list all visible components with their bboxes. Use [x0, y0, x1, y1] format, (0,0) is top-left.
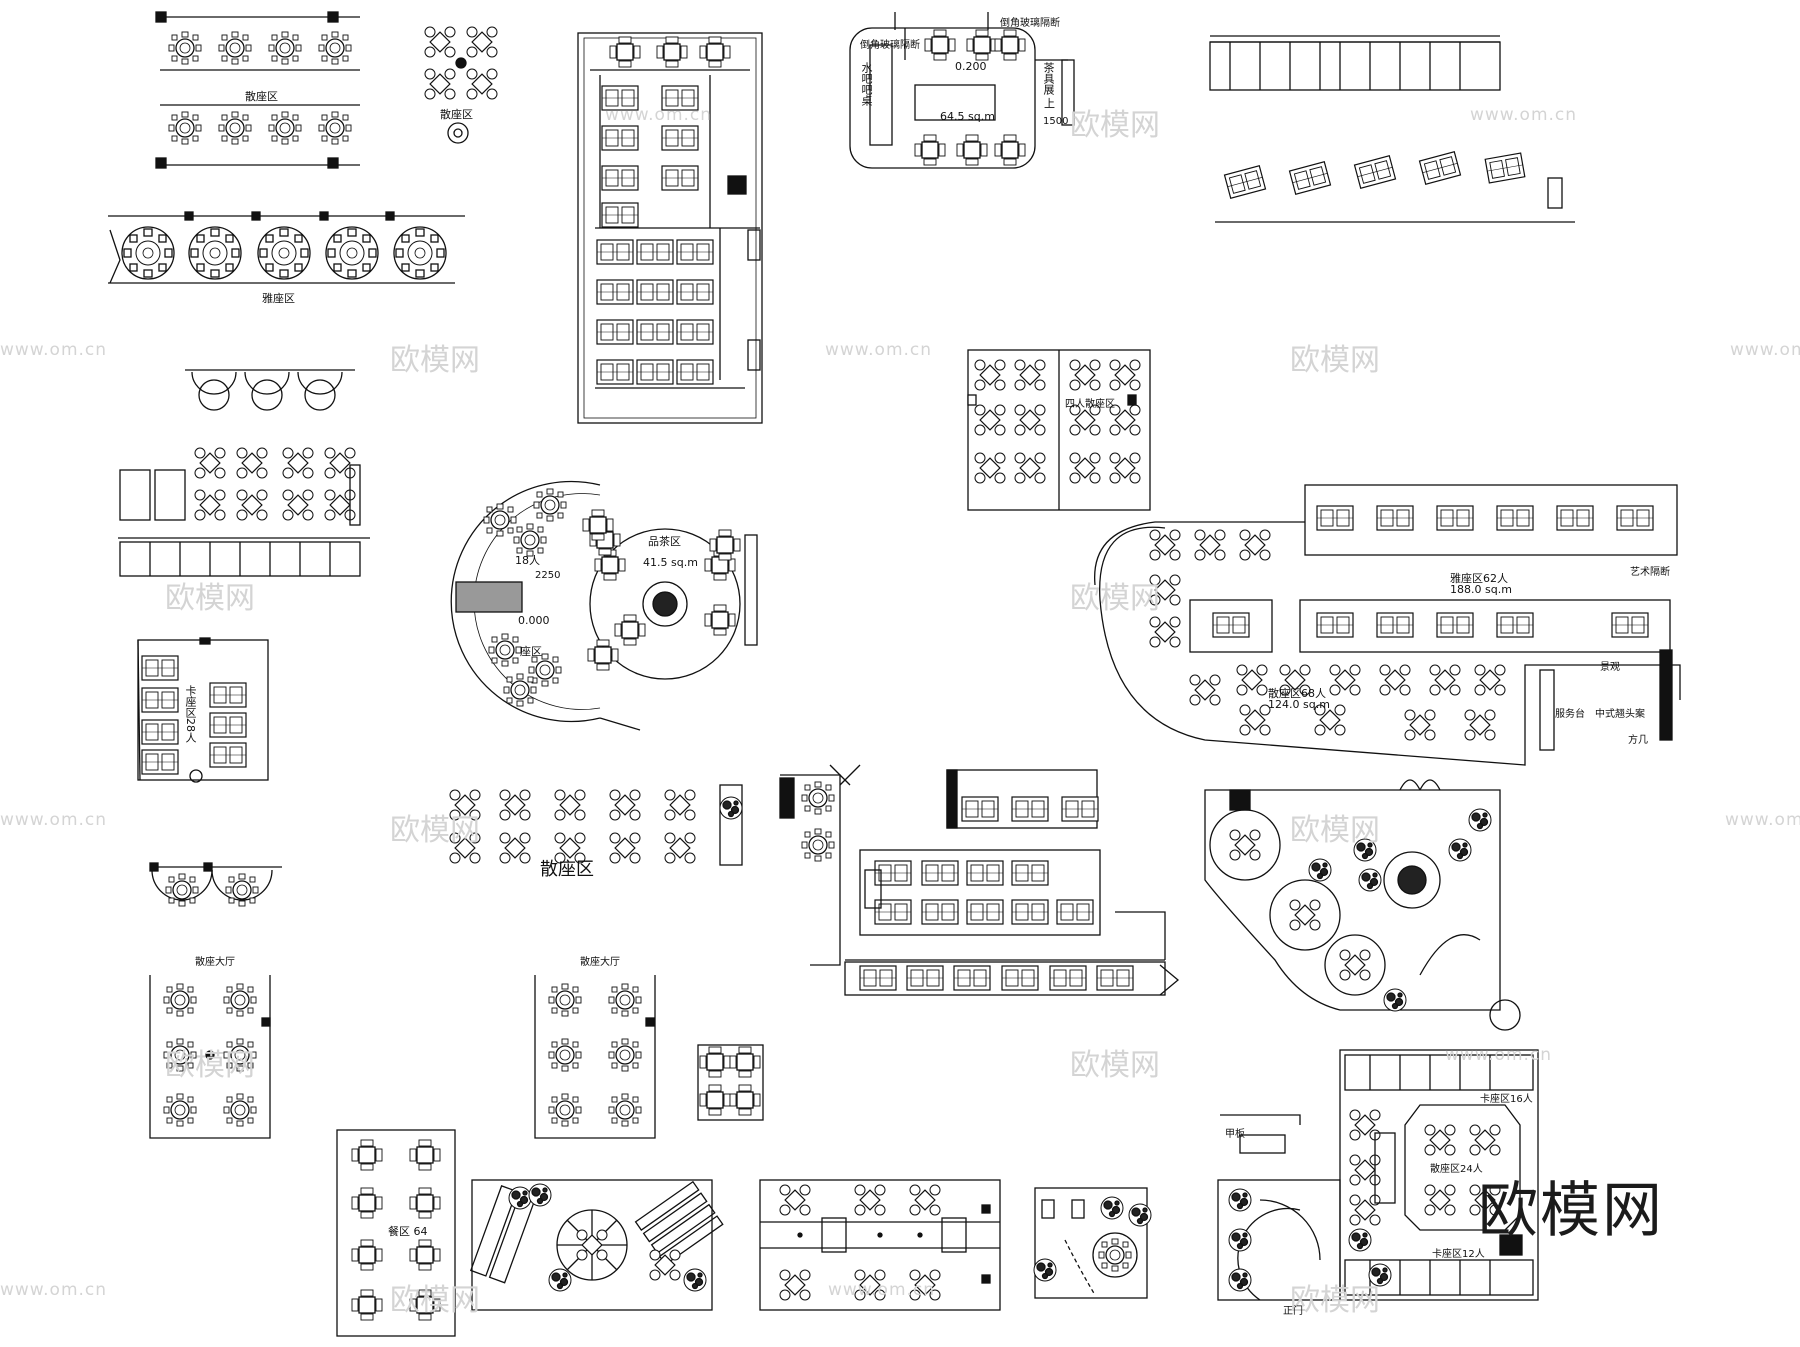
- label-shuiba: 水吧吧桌: [860, 62, 873, 106]
- label-area-41: 41.5 sq.m: [643, 556, 698, 569]
- block-sanzuo-rows: [155, 11, 360, 169]
- block-large-curved: [1094, 484, 1681, 766]
- label-pincha: 品茶区: [648, 535, 681, 548]
- label-area-188: 188.0 sq.m: [1450, 583, 1512, 596]
- label-sanzuo-big: 散座区: [540, 859, 594, 880]
- label-elev-200: 0.200: [955, 60, 987, 73]
- label-jiaban: 甲板: [1225, 1129, 1245, 1140]
- block-booth-elevation: [1209, 35, 1575, 223]
- block-sanzuo-row: [449, 784, 743, 866]
- label-zuoqu: 座区: [520, 645, 542, 658]
- label-glass-1: 倒角玻璃隔断: [1000, 18, 1060, 29]
- label-sanzuo-1: 散座区: [245, 90, 278, 103]
- label-glass-2: 倒角玻璃隔断: [860, 40, 920, 51]
- label-kazuo-16: 卡座区16人: [1480, 1094, 1533, 1105]
- block-long-plan: [577, 32, 763, 424]
- label-yishu: 艺术隔断: [1630, 567, 1670, 578]
- block-dating-1: [149, 975, 271, 1139]
- label-dating-2: 散座大厅: [580, 957, 620, 968]
- label-canqu-64: 餐区 64: [388, 1225, 428, 1238]
- block-hex-plan: [1204, 779, 1521, 1031]
- label-area-124: 124.0 sq.m: [1268, 698, 1330, 711]
- label-ren-18: 18人: [515, 554, 540, 567]
- block-canqu-64: [336, 1129, 456, 1337]
- label-kazuo-28: 卡座区28人: [184, 685, 197, 743]
- label-fangji: 方几: [1628, 735, 1648, 746]
- block-booth-lounge: [1217, 1049, 1539, 1301]
- label-sanzuo-68: 散座区68人: [1268, 687, 1326, 700]
- brand-logo-text: 欧模网: [1478, 1176, 1664, 1246]
- block-four-person: [967, 349, 1151, 511]
- block-garden-plaza: [469, 1179, 724, 1311]
- label-elev-000: 0.000: [518, 614, 550, 627]
- block-yazuo-round: [108, 211, 465, 284]
- label-dating-1: 散座大厅: [195, 957, 235, 968]
- label-chaju: 茶具展: [1042, 62, 1055, 95]
- label-up-1: 上: [1044, 97, 1055, 110]
- block-tea-room: [849, 12, 1075, 169]
- label-area-64: 64.5 sq.m: [940, 110, 995, 123]
- label-siren: 四人散座区: [1065, 399, 1115, 410]
- block-circular-tea: [450, 480, 758, 731]
- block-center-restaurant: [779, 764, 1180, 996]
- label-yazuo-1: 雅座区: [262, 292, 295, 305]
- block-dating-2: [534, 975, 764, 1139]
- block-two-round: [149, 862, 282, 907]
- block-mixed-left: [118, 369, 370, 577]
- block-small-cross: [424, 26, 498, 144]
- label-jingguan: 景观: [1600, 662, 1620, 673]
- label-fuwutai: 服务台: [1555, 709, 1585, 720]
- label-dim-1500: 1500: [1043, 116, 1069, 127]
- block-small-garden: [1033, 1187, 1152, 1299]
- block-cross-bridges: [759, 1179, 1001, 1311]
- label-yazuo-62: 雅座区62人: [1450, 572, 1508, 585]
- label-kazuo-12: 卡座区12人: [1432, 1249, 1485, 1260]
- block-kazuo-28: [137, 637, 269, 783]
- label-zhengmen: 正门: [1283, 1306, 1303, 1317]
- label-sanzuo-24: 散座区24人: [1430, 1164, 1483, 1175]
- label-dim-2250: 2250: [535, 570, 561, 581]
- label-zhongshi: 中式翘头案: [1595, 709, 1645, 720]
- label-sanzuo-2: 散座区: [440, 108, 473, 121]
